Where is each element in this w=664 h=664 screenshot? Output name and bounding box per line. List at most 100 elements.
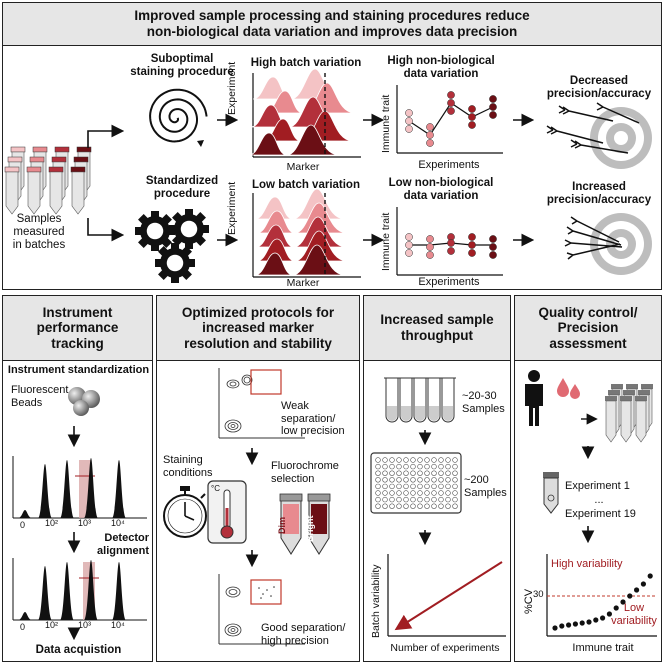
qc-tube xyxy=(635,400,647,443)
tubes-row-icon xyxy=(384,377,456,423)
plate-well xyxy=(382,503,388,509)
throughput-tube-fill xyxy=(415,406,425,421)
plate-well xyxy=(389,477,395,483)
trait-dot xyxy=(426,251,434,259)
protocols-arrow-1 xyxy=(245,448,259,466)
trait-dot xyxy=(426,243,434,251)
bead-tick-0: 0 xyxy=(20,520,26,530)
instrument-arrow-2 xyxy=(67,532,81,554)
plate-well xyxy=(382,463,388,470)
plate-well xyxy=(396,503,402,509)
cv-x-label: Immune trait xyxy=(572,642,634,654)
row2-outcome-line-1: Increased xyxy=(572,181,626,193)
branch-arrow-down xyxy=(87,218,125,242)
qc-panel-header: Quality control/ Precision assessment xyxy=(515,296,661,361)
bead-peak xyxy=(112,460,126,518)
trait-dot xyxy=(426,235,434,243)
staining-conditions-label: Staining conditions xyxy=(163,454,213,479)
rack-tube-cap xyxy=(29,156,45,163)
trait-dot xyxy=(489,95,497,103)
weak-separation-label: Weak separation/ low precision xyxy=(281,400,359,438)
protocols-title-line-3: resolution and stability xyxy=(184,335,332,351)
tube-dim-label: Dim xyxy=(277,516,287,534)
plate-well xyxy=(424,483,430,490)
plate-well xyxy=(410,457,416,463)
plate-well xyxy=(445,477,451,483)
row1-y-label: Experiment xyxy=(226,61,238,115)
trait-dot xyxy=(447,99,455,107)
cv-dot xyxy=(640,581,646,587)
bead-peak xyxy=(84,458,98,518)
qc-arrow-1 xyxy=(581,446,595,460)
row2-arrow-3 xyxy=(513,233,535,247)
bead-peak xyxy=(18,510,32,518)
plate-well xyxy=(424,470,430,476)
plate-well xyxy=(375,470,381,476)
plate-well xyxy=(445,490,451,496)
plate-well xyxy=(438,483,444,490)
trait-dot xyxy=(405,125,413,133)
plate-well xyxy=(445,457,451,463)
rack-tube-cap xyxy=(32,146,48,153)
qc-tube-cap xyxy=(635,396,647,401)
plate-well xyxy=(382,477,388,483)
row2-outcome-label: Increased precision/accuracy xyxy=(539,181,659,207)
row1-outcome-line-2: precision/accuracy xyxy=(546,88,652,101)
trait-dot xyxy=(447,91,455,99)
plate-samples-label: ~200 Samples xyxy=(464,474,507,499)
qc-experiment-last: Experiment 19 xyxy=(565,508,636,520)
rack-tube-cap xyxy=(26,166,42,173)
grouped-target-icon xyxy=(564,213,652,275)
plate-samples-line-1: ~200 xyxy=(464,474,489,486)
cv-dot xyxy=(613,605,619,611)
bead-peak xyxy=(60,562,74,620)
plate-well xyxy=(431,477,437,483)
plate-well xyxy=(396,490,402,496)
plate-well xyxy=(375,477,381,483)
plate-well xyxy=(452,470,458,476)
qc-title-line-3: assessment xyxy=(549,335,627,351)
plate-well xyxy=(431,463,437,470)
plate-well xyxy=(410,496,416,503)
trait-dot xyxy=(468,113,476,121)
row2-arrow-2 xyxy=(363,233,385,247)
detector-alignment-label: Detector alignment xyxy=(85,532,149,557)
qc-title-line-2: Precision xyxy=(557,320,619,336)
plate-well xyxy=(396,463,402,470)
qc-panel: Quality control/ Precision assessment Ex… xyxy=(514,295,662,662)
bead-peak xyxy=(38,464,52,518)
plate-well xyxy=(403,490,409,496)
rack-tube-cap xyxy=(48,166,64,173)
throughput-title-line-1: Increased sample xyxy=(380,312,494,328)
instrument-panel: Instrument performance tracking Instrume… xyxy=(2,295,153,662)
top-panel: Improved sample processing and staining … xyxy=(2,2,662,290)
well-plate-icon xyxy=(370,452,462,514)
cv-dot xyxy=(647,573,653,579)
plate-well xyxy=(445,496,451,503)
plate-well xyxy=(389,503,395,509)
plate-well xyxy=(445,503,451,509)
trait-dot xyxy=(468,249,476,257)
plate-well xyxy=(396,496,402,503)
rack-tube-cap xyxy=(10,146,26,153)
plate-well xyxy=(417,496,423,503)
plate-well xyxy=(452,490,458,496)
qc-arrow-right xyxy=(581,413,598,425)
plate-well xyxy=(389,490,395,496)
plate-well xyxy=(417,457,423,463)
plate-well xyxy=(417,483,423,490)
plate-well xyxy=(396,470,402,476)
qc-tube-cap xyxy=(641,384,653,389)
plate-well xyxy=(389,457,395,463)
plate-well xyxy=(375,496,381,503)
bead-histogram-2 xyxy=(12,558,147,621)
trait-dot xyxy=(489,243,497,251)
low-variability-label: Low variability xyxy=(607,602,661,627)
branch-arrows xyxy=(87,124,125,242)
row1-trait-x-label: Experiments xyxy=(418,159,480,171)
batch-variability-x-label: Number of experiments xyxy=(390,642,500,654)
samples-label: Samples measured in batches xyxy=(7,213,71,253)
instrument-panel-header: Instrument performance tracking xyxy=(3,296,152,361)
histogram-curve xyxy=(248,124,340,156)
plate-well xyxy=(424,457,430,463)
